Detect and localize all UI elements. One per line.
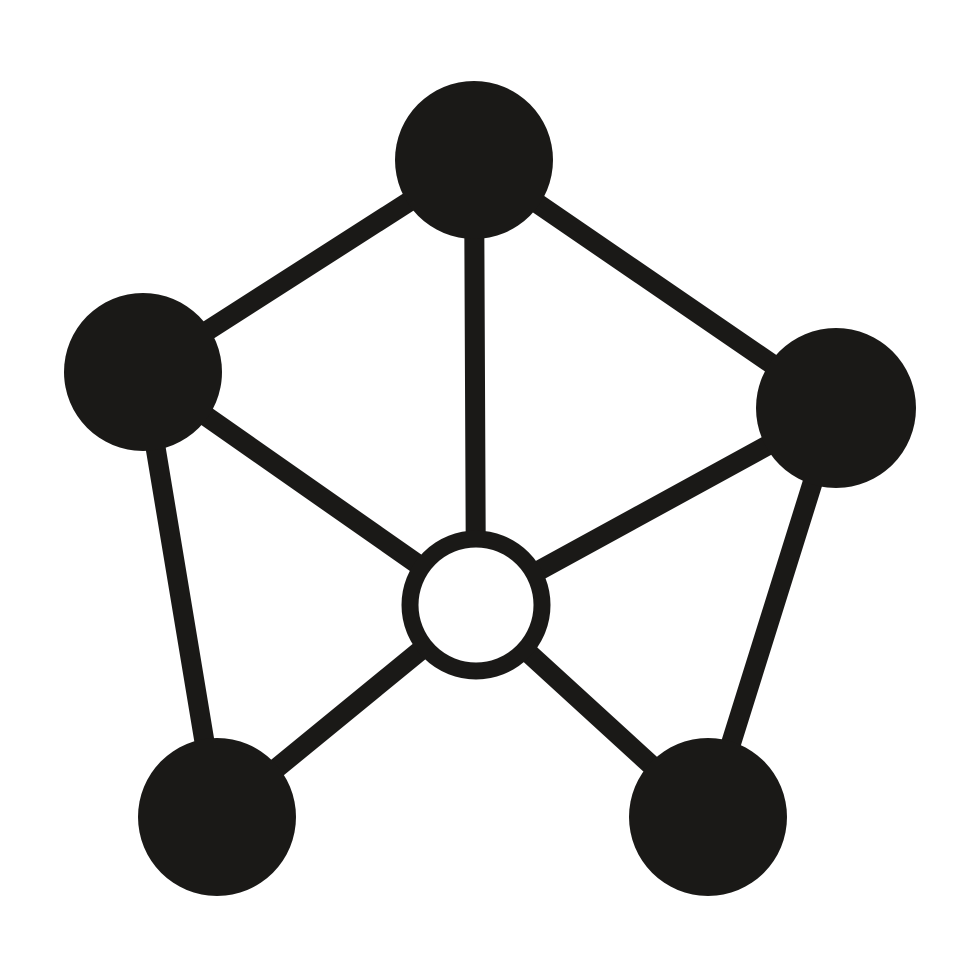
network-edges — [133, 150, 846, 827]
node-center — [401, 530, 551, 680]
node-bottom-right — [629, 738, 787, 896]
node-bottom-left — [138, 738, 296, 896]
network-nodes — [64, 81, 916, 896]
node-right — [756, 328, 916, 488]
node-top — [395, 81, 553, 239]
node-left — [64, 293, 222, 451]
